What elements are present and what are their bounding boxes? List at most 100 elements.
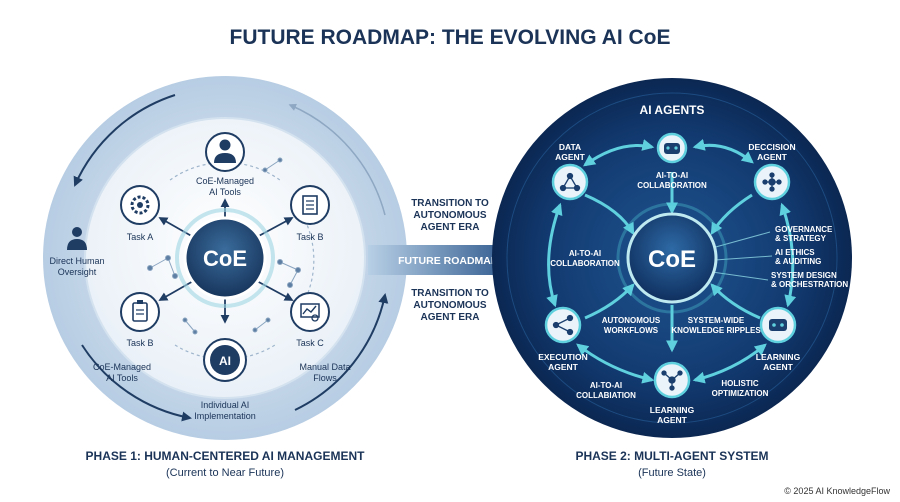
node-task-b-left: Task B — [120, 292, 160, 348]
decision-agent-node: DECCISION AGENT — [748, 142, 796, 201]
learning-agent-right-node: LEARNING AGENT — [756, 306, 801, 372]
spoke-arrow — [254, 279, 294, 301]
execution-agent-line2: AGENT — [548, 362, 579, 372]
spoke-arrow — [254, 217, 294, 239]
collab-left-line1: AI-TO-AI — [569, 249, 601, 258]
phase1-subheading: (Current to Near Future) — [166, 467, 284, 479]
ripples-line1: SYSTEM-WIDE — [688, 316, 745, 325]
spoke-arrow — [158, 217, 196, 239]
phase2-ring — [506, 92, 838, 424]
manual-flows-line2: Flows — [313, 373, 337, 383]
decision-agent-line1: DECCISION — [748, 142, 795, 152]
function-design-line1: SYSTEM DESIGN — [771, 271, 837, 280]
transition-section: TRANSITION TO AUTONOMOUS AGENT ERA FUTUR… — [368, 198, 530, 323]
transition-bottom-line1: TRANSITION TO — [411, 288, 489, 299]
phase2-heading: PHASE 2: MULTI-AGENT SYSTEM — [575, 449, 768, 463]
robot-icon — [769, 319, 787, 331]
collab-top-line1: AI-TO-AI — [656, 171, 688, 180]
learning-bottom-line1: LEARNING — [650, 405, 695, 415]
collab-bottom-line1: AI-TO-AI — [590, 381, 622, 390]
footer-copyright: © 2025 AI KnowledgeFlow — [784, 486, 890, 496]
robot-icon — [664, 143, 680, 154]
analytics-icon — [300, 303, 320, 322]
task-b-top-label: Task B — [296, 232, 323, 242]
future-roadmap-label: FUTURE ROADMAP — [398, 255, 498, 267]
spoke-arrow — [158, 279, 196, 301]
dashed-arc — [174, 344, 276, 360]
manual-flows-line1: Manual Data — [299, 362, 350, 372]
phase2-coe-glow — [616, 202, 728, 314]
collab-top-node: AI-TO-AI COLLABORATION — [637, 132, 707, 190]
phase1-coe-core — [183, 216, 267, 300]
learning-right-line2: AGENT — [763, 362, 794, 372]
node-human-top: CoE-Managed AI Tools — [196, 132, 254, 197]
page-title: FUTURE ROADMAP: THE EVOLVING AI CoE — [230, 26, 671, 49]
data-agent-line2: AGENT — [555, 152, 586, 162]
nodes-icon — [762, 172, 782, 192]
node-task-c: Task C — [290, 292, 330, 348]
task-a-label: Task A — [127, 232, 154, 242]
phase2-coe-core — [626, 212, 718, 304]
gear-icon — [130, 195, 150, 215]
oversight-label-line2: Oversight — [58, 267, 97, 277]
phase1-heading: PHASE 1: HUMAN-CENTERED AI MANAGEMENT — [86, 449, 366, 463]
collab-bottom-line2: COLLABIATION — [576, 391, 636, 400]
ai-badge-label: AI — [219, 354, 231, 368]
document-icon — [302, 195, 318, 215]
managed-tools-top-line1: CoE-Managed — [196, 176, 254, 186]
collab-left-line2: COLLABORATION — [550, 259, 620, 268]
person-icon — [67, 227, 87, 250]
function-governance-line1: GOVERNANCE — [775, 225, 833, 234]
coe-glow-ring — [175, 208, 275, 308]
transition-top-line2: AUTONOMOUS — [413, 210, 486, 221]
ripples-line2: KNOWLEDGE RIPPLES — [671, 326, 761, 335]
future-roadmap-arrow — [368, 237, 530, 283]
transition-top-line1: TRANSITION TO — [411, 198, 489, 209]
person-icon — [214, 139, 236, 163]
network-decoration — [147, 157, 301, 335]
flow-arrow — [294, 293, 389, 411]
learning-right-line1: LEARNING — [756, 352, 801, 362]
dashed-arc — [169, 161, 281, 181]
node-task-a: Task A — [120, 185, 160, 242]
data-agent-node: DATA AGENT — [551, 142, 589, 201]
flow-arrow — [81, 344, 192, 422]
function-rays — [711, 231, 773, 281]
ai-agents-header: AI AGENTS — [640, 103, 705, 117]
transition-bottom-line2: AUTONOMOUS — [413, 300, 486, 311]
managed-tools-bottom-line1: CoE-Managed — [93, 362, 151, 372]
flow-arrow — [288, 103, 386, 216]
execution-agent-node: EXECUTION AGENT — [538, 306, 588, 372]
managed-tools-bottom-line2: AI Tools — [106, 373, 138, 383]
data-agent-line1: DATA — [559, 142, 581, 152]
agent-connections — [546, 138, 797, 384]
learning-bottom-line2: AGENT — [657, 415, 688, 425]
dashed-arc — [304, 219, 315, 301]
oversight-node: Direct Human Oversight — [49, 227, 105, 277]
implementation-label-line1: Individual AI — [201, 400, 250, 410]
task-b-left-label: Task B — [126, 338, 153, 348]
transition-top-line3: AGENT ERA — [421, 222, 480, 233]
function-ethics-line2: & AUDITING — [775, 257, 821, 266]
autonomous-line1: AUTONOMOUS — [602, 316, 661, 325]
oversight-label-line1: Direct Human — [49, 256, 104, 266]
execution-agent-line1: EXECUTION — [538, 352, 588, 362]
task-c-label: Task C — [296, 338, 324, 348]
learning-agent-bottom-node: LEARNING AGENT — [650, 361, 695, 425]
phase2-diagram: CoE AI AGENTS DATA AGENT AI-TO-AI COLLAB… — [492, 78, 852, 438]
node-task-b-top: Task B — [290, 185, 330, 242]
nodes-icon — [552, 314, 574, 336]
phase1-diagram: CoE CoE-Managed AI Tools Task A — [43, 76, 407, 440]
implementation-label-line2: Implementation — [194, 411, 256, 421]
decision-agent-line2: AGENT — [757, 152, 788, 162]
flow-arrow — [73, 94, 176, 187]
function-ethics-line1: AI ETHICS — [775, 248, 815, 257]
holistic-line1: HOLISTIC — [721, 379, 759, 388]
phase2-coe-label: CoE — [648, 246, 696, 273]
managed-tools-top-line2: AI Tools — [209, 187, 241, 197]
nodes-icon — [661, 370, 683, 391]
network-icon — [559, 172, 581, 192]
transition-bottom-line3: AGENT ERA — [421, 312, 480, 323]
